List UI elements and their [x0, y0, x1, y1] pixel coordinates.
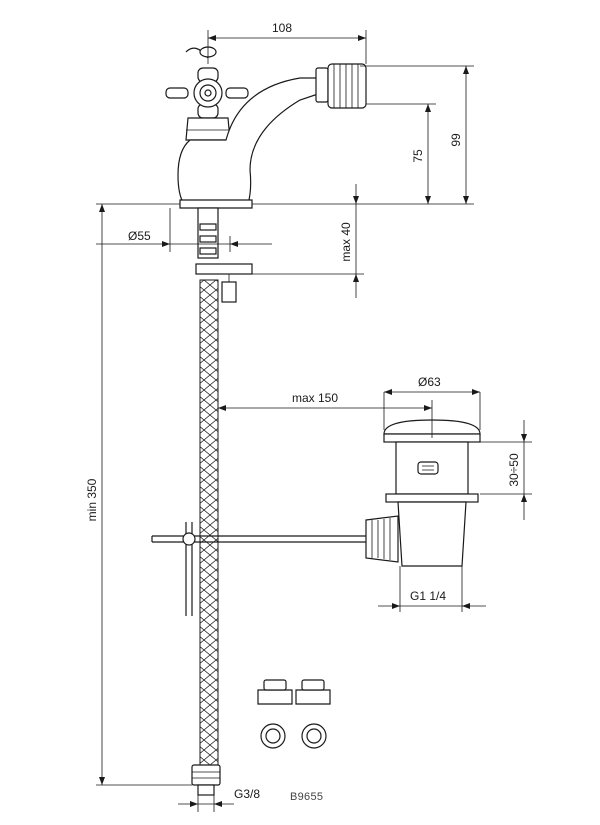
- label-d63: Ø63: [418, 375, 441, 389]
- product-code: B9655: [290, 791, 323, 803]
- dimension-min350: min 350: [85, 203, 192, 786]
- dimension-max40: max 40: [252, 184, 364, 298]
- label-108: 108: [272, 21, 292, 35]
- dimension-d55: Ø55: [96, 208, 272, 252]
- label-30-50: 30÷50: [507, 453, 521, 487]
- label-99: 99: [449, 133, 463, 147]
- cross-handle: [165, 46, 249, 119]
- dimension-75: 75: [366, 103, 436, 204]
- mounting-assembly: [195, 207, 253, 303]
- label-g1-14: G1 1/4: [410, 589, 446, 603]
- dimension-99: 99: [252, 65, 474, 205]
- spare-parts: [257, 679, 331, 749]
- dimension-30-50: 30÷50: [480, 420, 532, 520]
- drain-assembly: [365, 419, 481, 567]
- dimension-g1-14: G1 1/4: [378, 566, 486, 612]
- faucet-body: [165, 46, 367, 209]
- label-g38: G3/8: [234, 787, 260, 801]
- dimension-d63: Ø63: [383, 375, 481, 430]
- label-75: 75: [411, 149, 425, 163]
- dimension-g38: G3/8: [178, 787, 260, 812]
- label-max150: max 150: [292, 391, 338, 405]
- label-max40: max 40: [339, 222, 353, 262]
- braided-hose: [191, 279, 221, 796]
- dimension-108: 108: [207, 21, 367, 64]
- dimension-max150: max 150: [218, 391, 433, 438]
- label-min350: min 350: [85, 478, 99, 521]
- spout-nozzle: [315, 63, 367, 109]
- popup-rod: [151, 522, 372, 616]
- label-d55: Ø55: [128, 229, 151, 243]
